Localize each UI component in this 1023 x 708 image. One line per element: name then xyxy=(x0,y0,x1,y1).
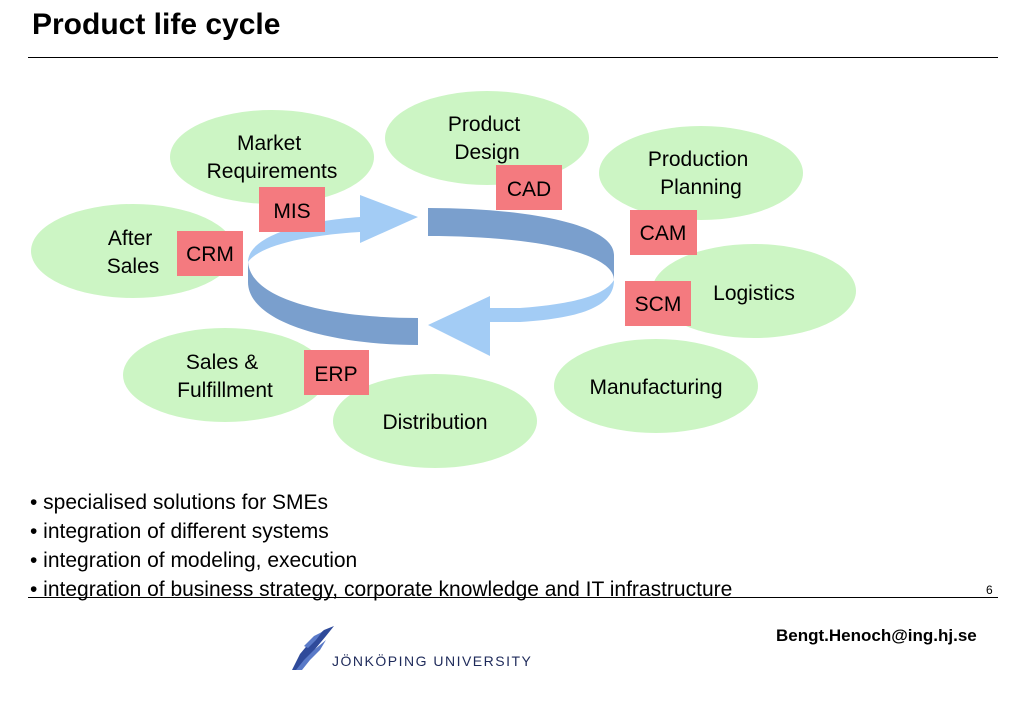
footer-divider xyxy=(28,597,998,598)
wing-logo-icon xyxy=(292,626,334,670)
box-scm xyxy=(625,281,691,326)
slide-title: Product life cycle xyxy=(32,8,281,41)
box-erp xyxy=(304,350,369,395)
arrow-bottom-head xyxy=(428,280,614,356)
label-market-requirements: Market Requirements xyxy=(207,132,338,183)
arrow-top-head xyxy=(248,195,418,262)
label-product-design: Product Design xyxy=(448,113,526,164)
university-logo: JÖNKÖPING UNIVERSITY xyxy=(290,626,533,674)
box-label-cam: CAM xyxy=(640,222,687,245)
arrow-right-band xyxy=(428,208,614,280)
box-label-scm: SCM xyxy=(635,293,682,316)
title-divider xyxy=(28,57,998,58)
product-lifecycle-diagram: Market Requirements Product Design Produ… xyxy=(31,91,856,468)
bullet-item: • integration of business strategy, corp… xyxy=(30,578,733,601)
label-sales-fulfillment: Sales & Fulfillment xyxy=(177,351,273,402)
ellipse-logistics xyxy=(652,244,856,338)
university-name: JÖNKÖPING UNIVERSITY xyxy=(332,653,533,669)
page-number: 6 xyxy=(986,583,993,597)
box-label-mis: MIS xyxy=(273,200,310,223)
box-label-crm: CRM xyxy=(186,243,234,266)
bullet-item: • specialised solutions for SMEs xyxy=(30,491,328,514)
box-cad xyxy=(496,165,562,210)
label-logistics: Logistics xyxy=(713,282,795,305)
bullet-list: • specialised solutions for SMEs • integ… xyxy=(30,488,732,604)
box-label-cad: CAD xyxy=(507,178,551,201)
ellipse-production-planning xyxy=(599,126,803,220)
label-after-sales: After Sales xyxy=(107,227,160,278)
ellipse-market-requirements xyxy=(170,110,374,204)
ellipse-distribution xyxy=(333,374,537,468)
author-email: Bengt.Henoch@ing.hj.se xyxy=(776,626,977,645)
label-distribution: Distribution xyxy=(382,411,487,434)
label-production-planning: Production Planning xyxy=(648,148,754,199)
bullet-item: • integration of different systems xyxy=(30,520,329,543)
box-crm xyxy=(177,231,243,276)
box-cam xyxy=(630,210,697,255)
ellipse-sales-fulfillment xyxy=(123,328,327,422)
label-manufacturing: Manufacturing xyxy=(589,376,722,399)
bullet-item: • integration of modeling, execution xyxy=(30,549,358,572)
box-label-erp: ERP xyxy=(314,363,357,386)
box-mis xyxy=(259,187,325,232)
ellipse-manufacturing xyxy=(554,339,758,433)
ellipse-product-design xyxy=(385,91,589,185)
arrow-bottom-band xyxy=(248,260,418,345)
